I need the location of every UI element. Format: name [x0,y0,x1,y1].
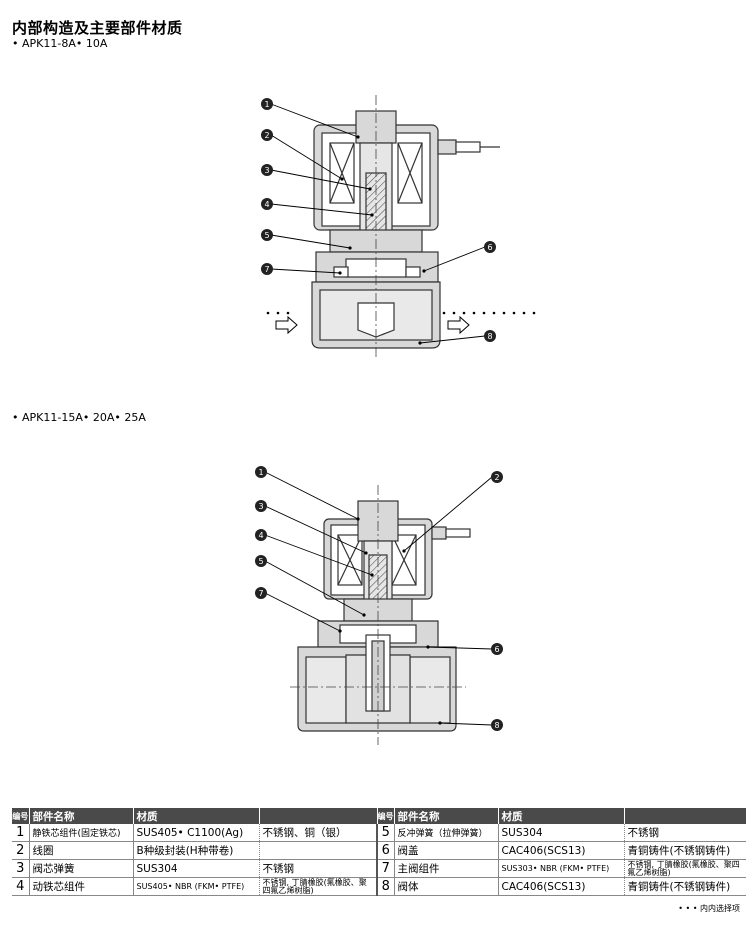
part-material-note: 不锈钢 [259,859,378,878]
callout-6: 6 [487,243,492,252]
page-title: 内部构造及主要部件材质 [12,19,183,37]
callout-5: 5 [264,231,269,240]
part-name: 阀盖 [394,841,499,860]
table-row: 2 线圈 B种级封装(H种带卷) 6 阀盖 CAC406(SCS13) 青铜铸件… [12,841,746,860]
part-no: 5 [377,824,395,842]
valve-cross-section-small: 1 2 3 4 5 7 6 8 [261,95,536,360]
part-material: SUS304 [133,859,260,878]
part-material-note: 青铜铸件(不锈钢铸件) [624,877,746,896]
part-material: B种级封装(H种带卷) [133,841,260,860]
header-no: 编号 [377,808,395,824]
header-material: 材质 [133,808,260,824]
callout-8: 8 [494,721,499,730]
part-name: 动铁芯组件 [29,877,134,896]
model-label-small: • APK11-8A• 10A [12,37,108,50]
callout-4: 4 [264,200,269,209]
callout-4: 4 [258,531,263,540]
callout-2: 2 [264,131,269,140]
header-material: 材质 [498,808,625,824]
part-material: SUS405• NBR (FKM• PTFE) [133,877,260,896]
part-name: 阀体 [394,877,499,896]
header-part-name: 部件名称 [29,808,134,824]
part-no: 6 [377,841,395,860]
callout-7: 7 [258,589,263,598]
callout-bubbles: 1 2 3 4 5 7 6 8 [261,98,496,342]
callout-bubbles: 1 3 4 5 7 2 6 8 [255,466,503,731]
part-no: 1 [12,824,30,842]
header-part-name: 部件名称 [394,808,499,824]
part-material-note: 不锈钢 [624,824,746,842]
part-name: 阀芯弹簧 [29,859,134,878]
callout-5: 5 [258,557,263,566]
callout-1: 1 [258,468,263,477]
model-label-large: • APK11-15A• 20A• 25A [12,411,146,424]
parts-materials-table: 编号 部件名称 材质 编号 部件名称 材质 1 静铁芯组件(固定铁芯) SUS4… [12,808,747,896]
callout-8: 8 [487,332,492,341]
table-row: 1 静铁芯组件(固定铁芯) SUS405• C1100(Ag) 不锈钢、铜（银）… [12,824,746,842]
part-name: 线圈 [29,841,134,860]
part-material-note: 不锈钢, 丁腈橡胶(氟橡胶、聚四氟乙烯树脂) [624,859,746,878]
valve-cross-section-large: 1 3 4 5 7 2 6 8 [255,466,503,745]
table-row: 3 阀芯弹簧 SUS304 不锈钢 7 主阀组件 SUS303• NBR (FK… [12,859,746,878]
header-blank [259,808,378,824]
callout-3: 3 [264,166,269,175]
part-no: 7 [377,859,395,878]
part-material-note: 不锈钢, 丁腈橡胶(氟橡胶、聚四氟乙烯树脂) [259,877,378,896]
part-no: 3 [12,859,30,878]
callout-2: 2 [494,473,499,482]
part-material-note: 不锈钢、铜（银） [259,824,378,842]
header-blank [624,808,747,824]
table-row: 4 动铁芯组件 SUS405• NBR (FKM• PTFE) 不锈钢, 丁腈橡… [12,877,746,896]
callout-6: 6 [494,645,499,654]
callout-1: 1 [264,100,269,109]
callout-3: 3 [258,502,263,511]
part-no: 2 [12,841,30,860]
part-material: CAC406(SCS13) [498,841,625,860]
part-no: 8 [377,877,395,896]
part-material: SUS304 [498,824,625,842]
part-name: 静铁芯组件(固定铁芯) [29,824,134,842]
part-material-note: 青铜铸件(不锈钢铸件) [624,841,746,860]
part-material: SUS405• C1100(Ag) [133,824,260,842]
footnote: • • • 内内选择项 [678,904,740,913]
table-header-row: 编号 部件名称 材质 编号 部件名称 材质 [12,808,747,824]
callout-7: 7 [264,265,269,274]
part-material-note [259,841,378,860]
part-material: SUS303• NBR (FKM• PTFE) [498,859,625,878]
part-name: 主阀组件 [394,859,499,878]
part-material: CAC406(SCS13) [498,877,625,896]
header-no: 编号 [12,808,30,824]
part-name: 反冲弹簧（拉伸弹簧） [394,824,499,842]
part-no: 4 [12,877,30,896]
